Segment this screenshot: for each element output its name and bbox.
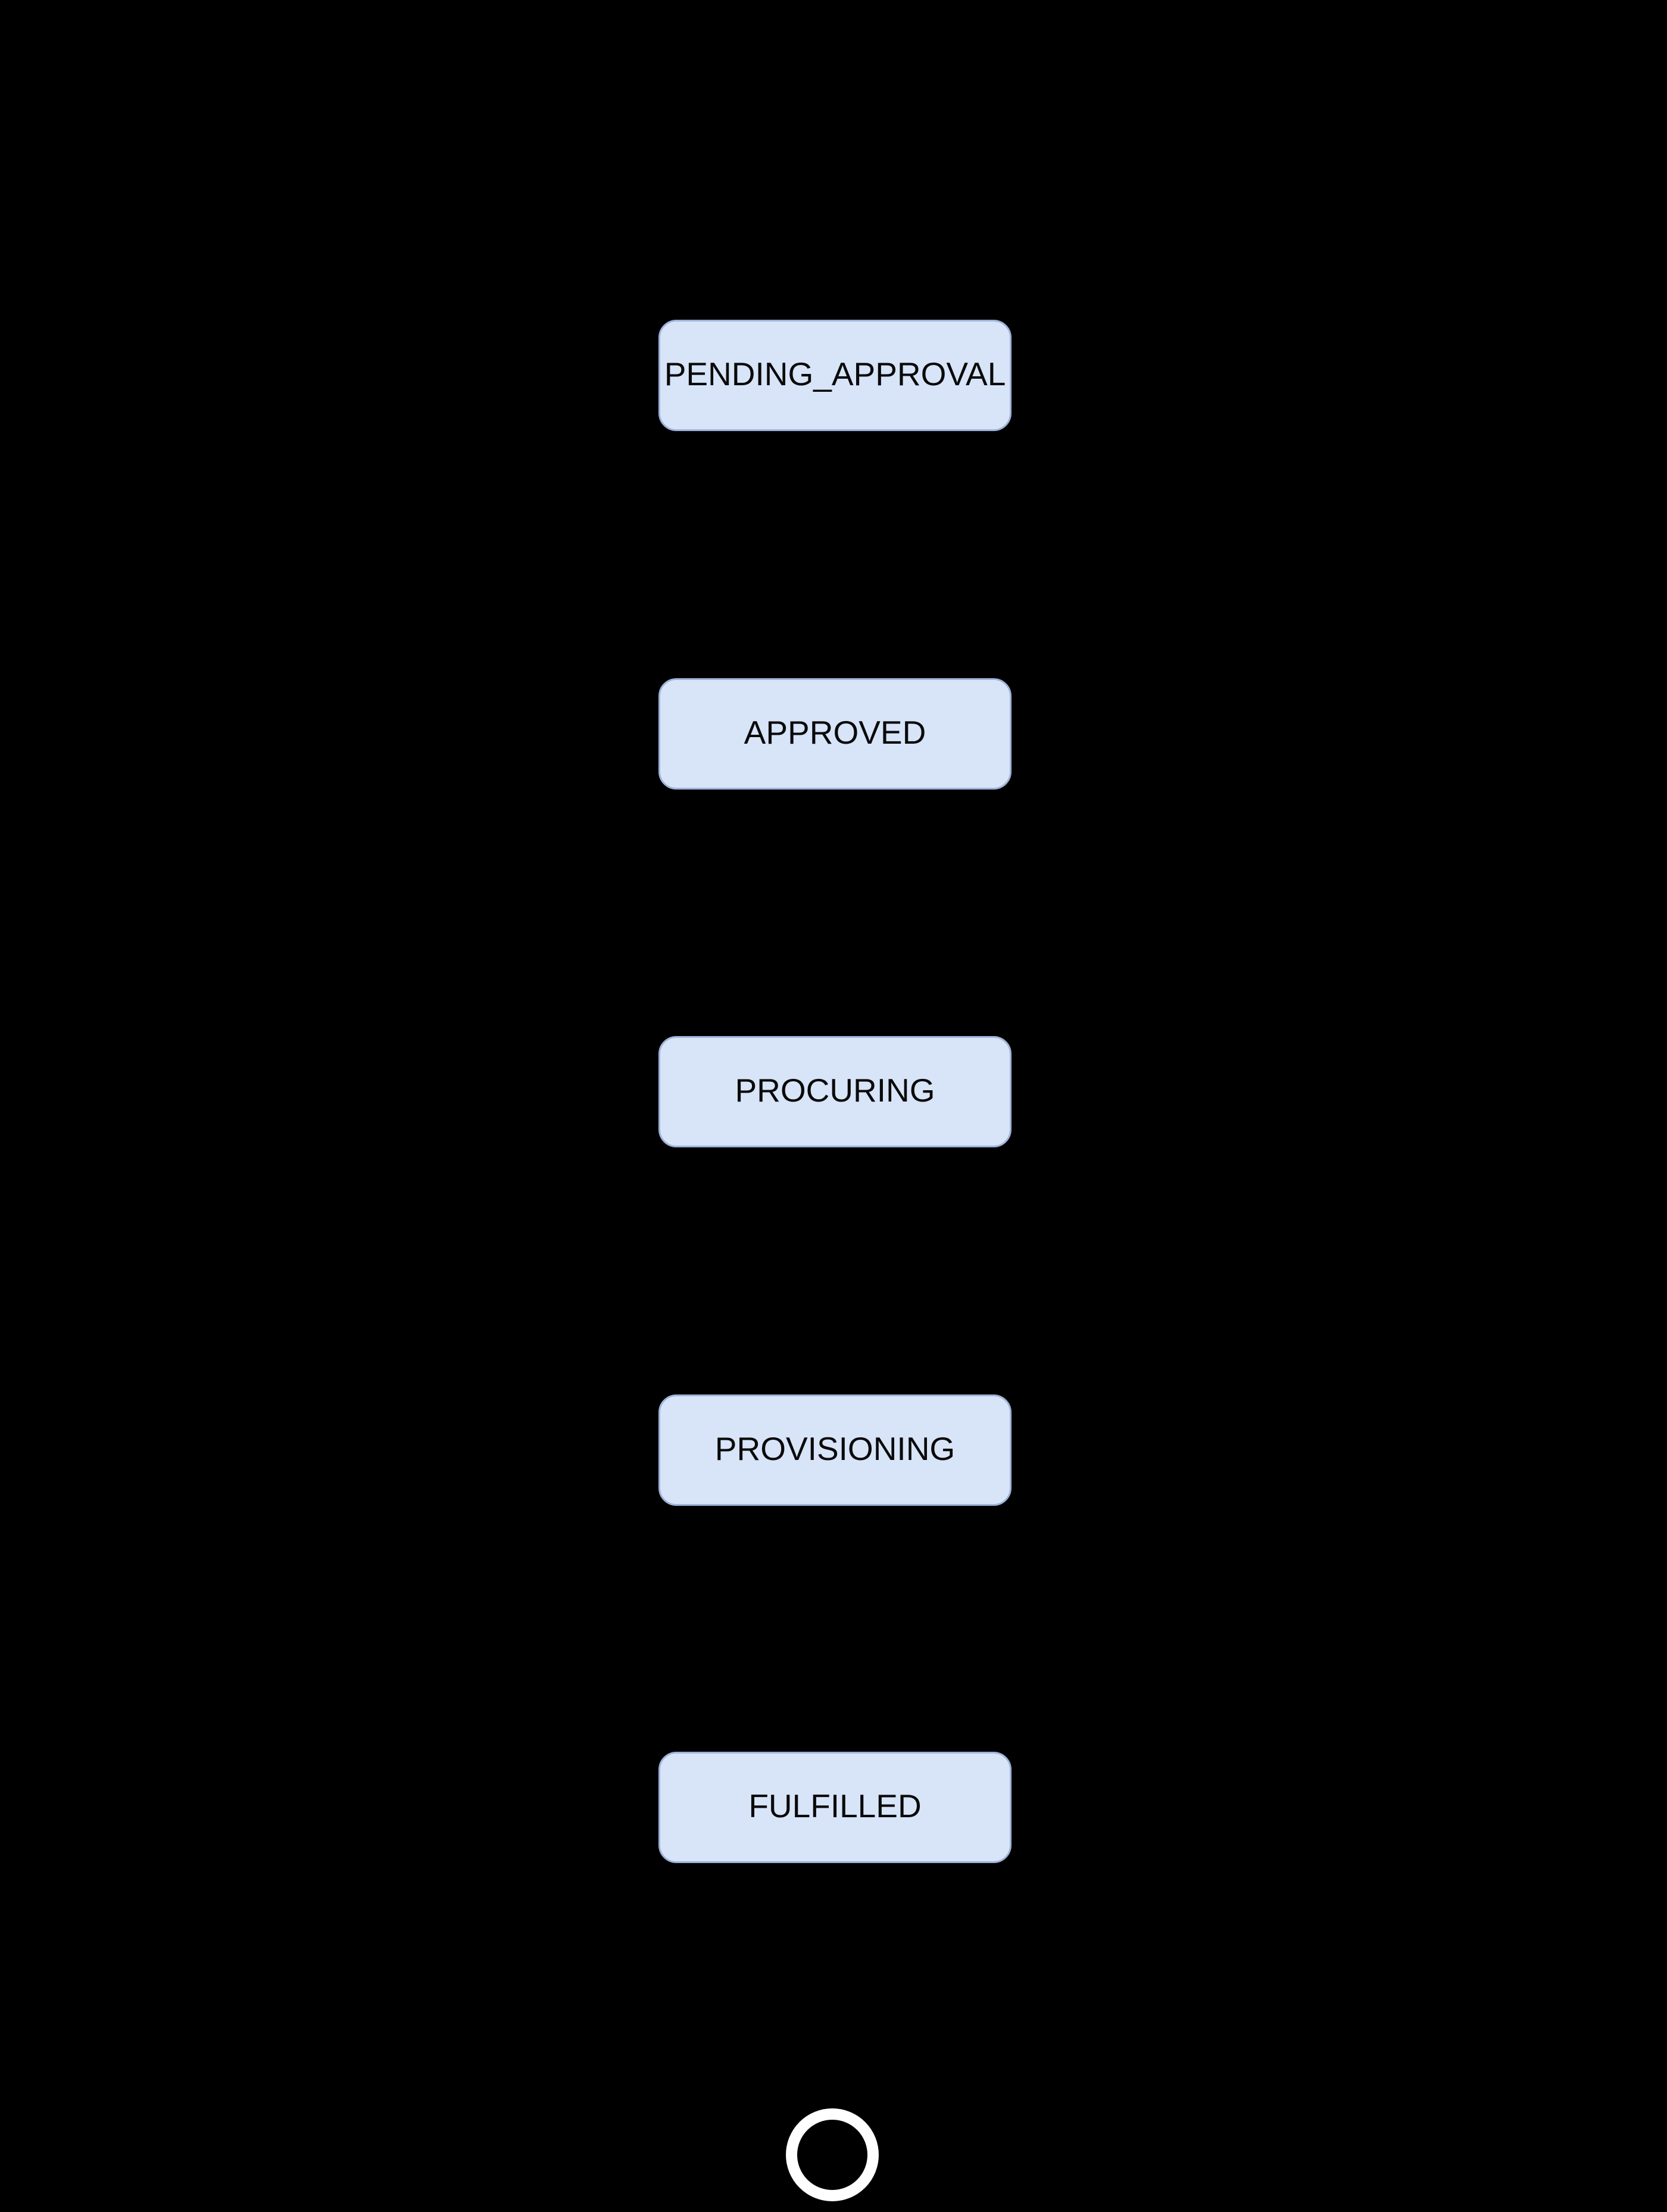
state-label-provisioning: PROVISIONING xyxy=(714,1430,956,1467)
state-node-approved: APPROVED xyxy=(658,678,1012,790)
state-node-provisioning: PROVISIONING xyxy=(658,1394,1012,1506)
state-label-procuring: PROCURING xyxy=(735,1072,935,1109)
state-node-procuring: PROCURING xyxy=(658,1036,1012,1147)
final-state-ring-icon xyxy=(786,2108,879,2201)
state-label-approved: APPROVED xyxy=(744,714,926,751)
state-node-pending-approval: PENDING_APPROVAL xyxy=(658,320,1012,431)
state-label-pending-approval: PENDING_APPROVAL xyxy=(664,355,1006,392)
state-label-fulfilled: FULFILLED xyxy=(748,1787,922,1824)
state-node-fulfilled: FULFILLED xyxy=(658,1752,1012,1863)
